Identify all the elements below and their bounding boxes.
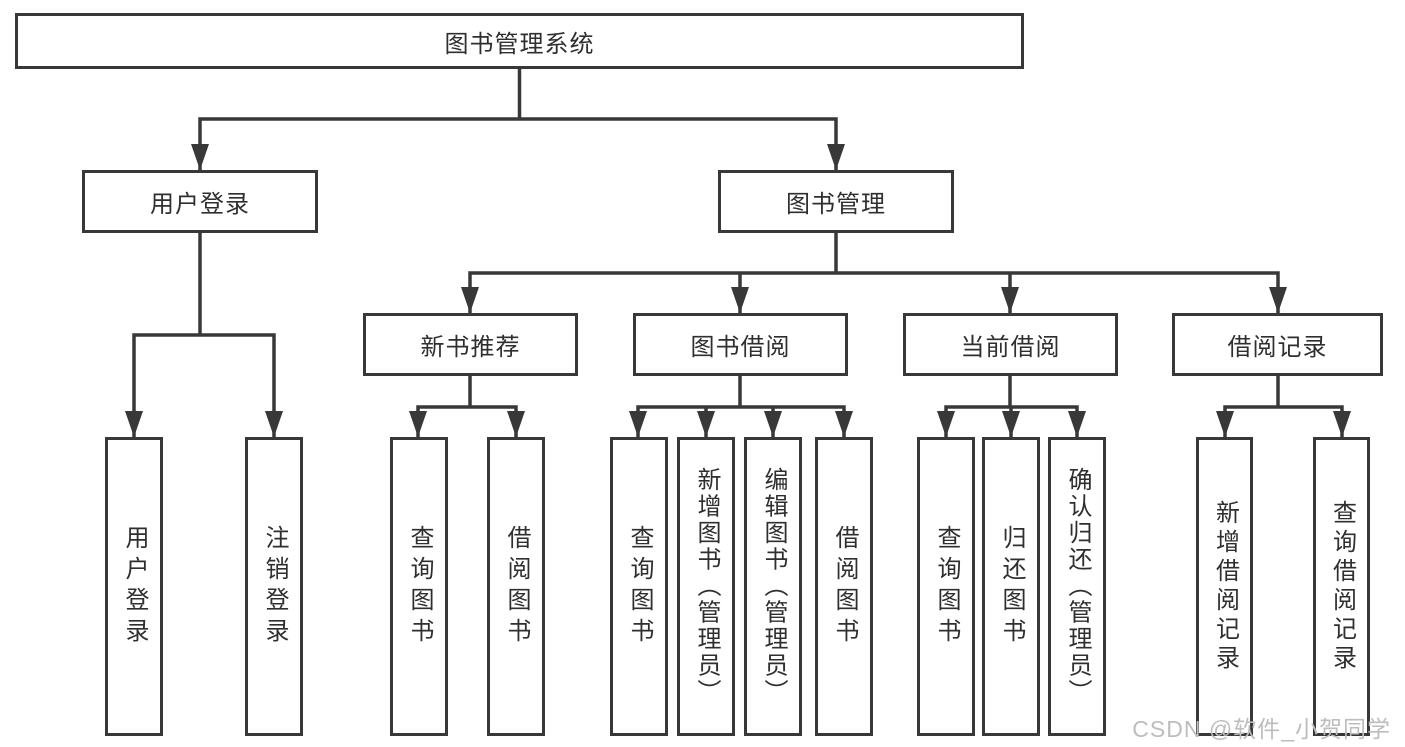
arrow-down-icon (629, 411, 647, 437)
arrow-down-icon (507, 411, 525, 437)
connector-root-to-level2 (198, 69, 838, 170)
connector-book-borrow-children (636, 376, 846, 437)
node-label: 新增借阅记录 (1211, 499, 1239, 674)
node-user-login: 用户登录 (82, 170, 318, 233)
arrow-down-icon (1002, 411, 1020, 437)
node-label: 图书借阅 (690, 334, 791, 361)
node-label: 图书管理系统 (444, 30, 595, 58)
node-label: 新增图书（管理员） (693, 467, 720, 706)
connector-book-management-children (468, 233, 1280, 313)
node-label: 借阅图书 (503, 524, 530, 649)
node-book-management: 图书管理 (718, 170, 954, 233)
arrow-down-icon (409, 411, 427, 437)
watermark: CSDN @软件_小贺同学 (1132, 716, 1391, 742)
arrow-down-icon (1269, 287, 1287, 313)
leaf-edit-books-admin: 编辑图书（管理员） (744, 437, 802, 736)
arrow-down-icon (835, 411, 853, 437)
connector-lines (132, 69, 1344, 437)
arrow-down-icon (461, 287, 479, 313)
leaf-borrow-books-recommend: 借阅图书 (487, 437, 545, 736)
connector-new-book-children (416, 376, 518, 437)
node-label: 图书管理 (786, 191, 886, 218)
arrow-down-icon (764, 411, 782, 437)
node-label: 用户登录 (150, 191, 250, 218)
arrow-down-icon (827, 144, 845, 170)
arrow-down-icon (125, 411, 143, 437)
node-label: 编辑图书（管理员） (760, 467, 787, 706)
node-current-borrow: 当前借阅 (903, 313, 1118, 376)
leaf-confirm-return-admin: 确认归还（管理员） (1048, 437, 1106, 736)
node-label: 借阅图书 (831, 524, 858, 649)
leaf-borrow-books: 借阅图书 (815, 437, 873, 736)
node-label: 查询借阅记录 (1328, 499, 1356, 674)
leaf-logout: 注销登录 (245, 437, 303, 736)
arrow-down-icon (265, 411, 283, 437)
leaf-add-borrow-record: 新增借阅记录 (1196, 437, 1253, 736)
node-label: 新书推荐 (420, 334, 521, 361)
node-label: 注销登录 (261, 524, 288, 649)
node-label: 查询图书 (626, 524, 653, 649)
arrow-down-icon (191, 144, 209, 170)
node-label: 确认归还（管理员） (1064, 467, 1091, 706)
arrow-down-icon (697, 411, 715, 437)
leaf-query-books-current: 查询图书 (917, 437, 975, 736)
leaf-return-books: 归还图书 (982, 437, 1040, 736)
node-new-book-recommend: 新书推荐 (363, 313, 578, 376)
arrow-down-icon (1001, 287, 1019, 313)
node-label: 查询图书 (933, 524, 960, 649)
arrow-down-icon (1216, 411, 1234, 437)
connector-borrow-record-children (1223, 376, 1344, 437)
leaf-user-login: 用户登录 (105, 437, 163, 736)
node-label: 用户登录 (121, 524, 148, 649)
node-label: 归还图书 (998, 524, 1025, 649)
leaf-query-borrow-record: 查询借阅记录 (1313, 437, 1370, 736)
node-root: 图书管理系统 (15, 13, 1024, 69)
arrow-down-icon (937, 411, 955, 437)
leaf-add-books-admin: 新增图书（管理员） (677, 437, 735, 736)
arrow-down-icon (1333, 411, 1351, 437)
leaf-query-books-recommend: 查询图书 (390, 437, 448, 736)
arrow-down-icon (731, 287, 749, 313)
node-borrow-records: 借阅记录 (1172, 313, 1383, 376)
node-label: 查询图书 (406, 524, 433, 649)
node-label: 当前借阅 (960, 334, 1061, 361)
node-label: 借阅记录 (1227, 334, 1328, 361)
arrow-down-icon (1068, 411, 1086, 437)
node-book-borrow: 图书借阅 (633, 313, 848, 376)
leaf-query-books-borrow: 查询图书 (610, 437, 668, 736)
connector-user-login-children (132, 233, 276, 437)
